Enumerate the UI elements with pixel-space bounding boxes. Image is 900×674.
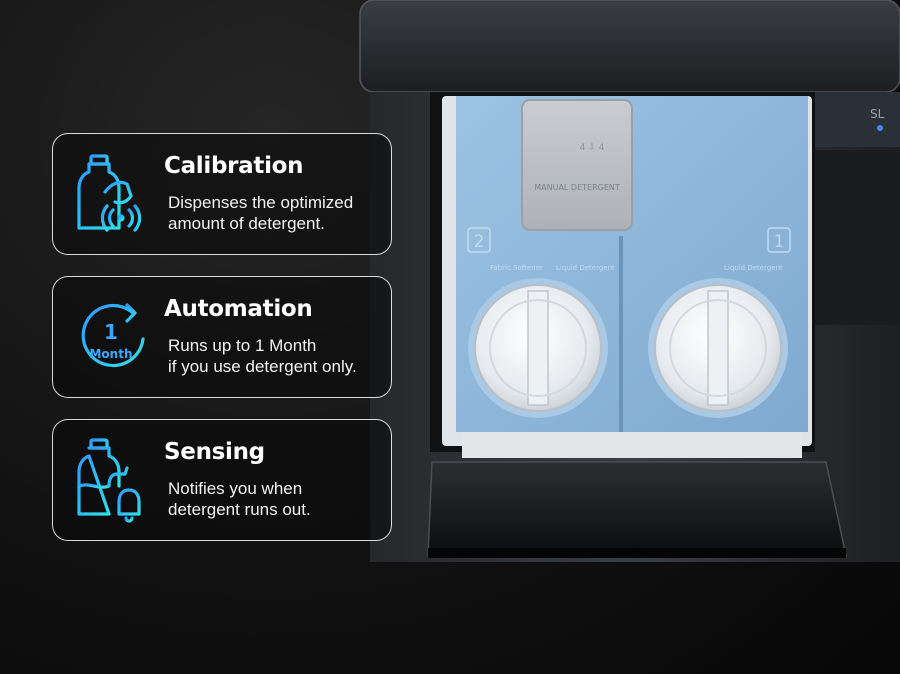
fabric-softener-label: Fabric Softener <box>490 264 543 272</box>
right-cap <box>648 278 788 418</box>
detergent-bell-icon <box>77 438 145 523</box>
feature-description: Notifies you when detergent runs out. <box>168 478 311 520</box>
description-line: if you use detergent only. <box>168 357 357 376</box>
icon-number: 1 <box>104 320 118 344</box>
detergent-hand-signal-icon <box>77 154 142 232</box>
compartment-1-number: 1 <box>774 232 785 252</box>
feature-card-automation: 1 Month Automation Runs up to 1 Month if… <box>52 276 392 398</box>
feature-description: Runs up to 1 Month if you use detergent … <box>168 335 357 377</box>
description-line: detergent runs out. <box>168 500 311 519</box>
feature-title: Calibration <box>164 153 304 179</box>
description-line: Dispenses the optimized <box>168 193 354 212</box>
icon-unit: Month <box>89 347 132 361</box>
left-cap <box>468 278 608 418</box>
compartment-2-number: 2 <box>474 232 485 252</box>
description-line: Runs up to 1 Month <box>168 336 317 355</box>
description-line: amount of detergent. <box>168 214 325 233</box>
description-line: Notifies you when <box>168 479 303 498</box>
liquid-detergent-label-1: Liquid Detergent <box>724 264 783 272</box>
manual-detergent-label: MANUAL DETERGENT <box>534 183 620 192</box>
svg-text:SL: SL <box>870 107 885 121</box>
svg-text:4 ⇩ 4: 4 ⇩ 4 <box>580 143 605 153</box>
feature-card-sensing: Sensing Notifies you when detergent runs… <box>52 419 392 541</box>
feature-title: Sensing <box>164 439 265 465</box>
feature-description: Dispenses the optimized amount of deterg… <box>168 192 353 234</box>
liquid-detergent-label-2: Liquid Detergent <box>556 264 615 272</box>
one-month-cycle-icon: 1 Month <box>81 303 145 368</box>
feature-title: Automation <box>164 296 313 322</box>
feature-card-calibration: Calibration Dispenses the optimized amou… <box>52 133 392 255</box>
